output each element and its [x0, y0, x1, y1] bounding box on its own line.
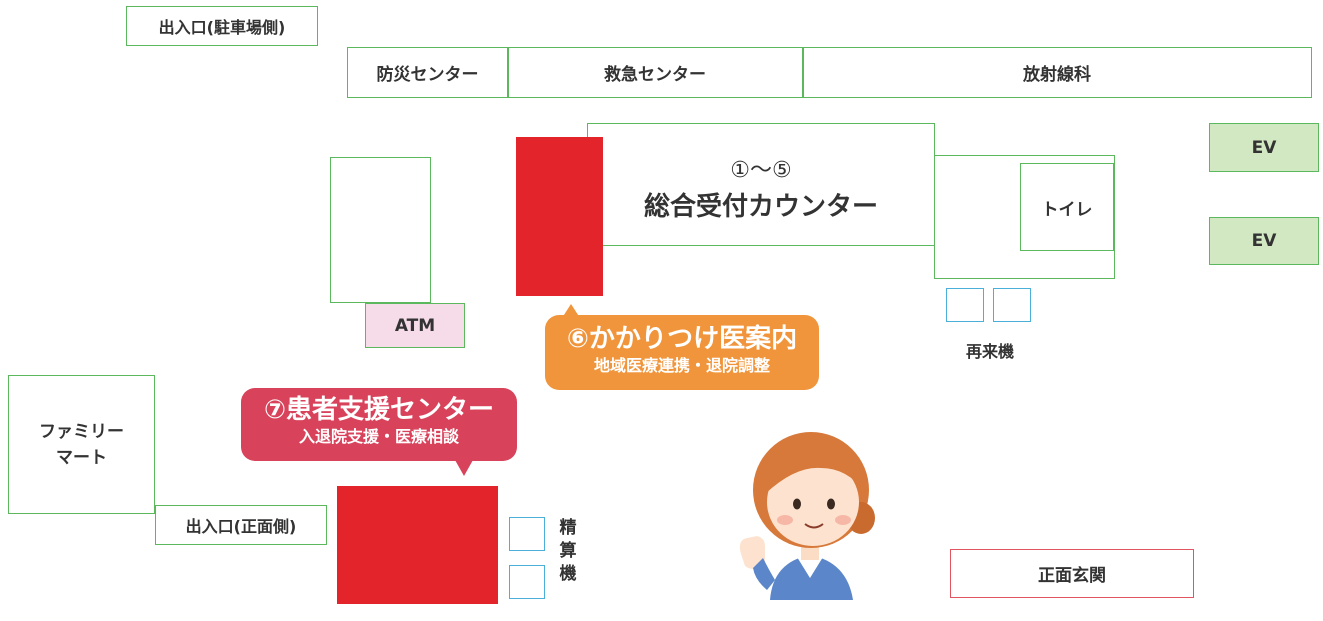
elevator-2: EV [1209, 217, 1319, 265]
revisit-machine-label: 再来機 [965, 342, 1014, 361]
atm: ATM [365, 303, 465, 348]
entrance-front-side-label: 出入口(正面側) [185, 517, 297, 536]
elevator-1-label: EV [1251, 137, 1277, 158]
divider [507, 48, 509, 97]
revisit-machine-2 [993, 288, 1031, 322]
entrance-front-side: 出入口(正面側) [155, 505, 327, 545]
entrance-parking-side-label: 出入口(駐車場側) [158, 18, 286, 37]
support-bubble-tail [455, 460, 473, 476]
payment-machine-char-1: 精 [559, 518, 577, 538]
reception-number: ①〜⑤ [730, 158, 792, 183]
support-bubble: ⑦患者支援センター 入退院支援・医療相談 [241, 388, 517, 461]
payment-machine-1 [509, 517, 545, 551]
referral-bubble-title: ⑥かかりつけ医案内 [566, 324, 798, 354]
payment-machine-char-3: 機 [559, 564, 577, 584]
nurse-illustration [739, 432, 875, 600]
disaster-center: 防災センター [348, 48, 507, 97]
disaster-center-label: 防災センター [376, 65, 479, 85]
entrance-parking-side: 出入口(駐車場側) [126, 6, 318, 46]
radiology-label: 放射線科 [1023, 65, 1091, 85]
room-left [330, 157, 431, 303]
elevator-2-label: EV [1251, 231, 1277, 251]
emergency-center: 救急センター [508, 48, 802, 97]
support-bubble-title: ⑦患者支援センター [263, 395, 494, 425]
general-reception-counter: ①〜⑤ 総合受付カウンター [587, 123, 935, 246]
front-hall-label: 正面玄関 [1038, 566, 1106, 586]
elevator-1: EV [1209, 123, 1319, 172]
support-bubble-subtitle: 入退院支援・医療相談 [298, 427, 459, 446]
payment-machine-char-2: 算 [559, 541, 577, 561]
revisit-machine-1 [946, 288, 984, 322]
divider [802, 48, 804, 97]
toilet: トイレ [1020, 163, 1114, 251]
atm-label: ATM [394, 315, 436, 336]
referral-bubble-tail [562, 304, 580, 318]
payment-machine-label: 精 算 機 [556, 517, 580, 586]
referral-bubble: ⑥かかりつけ医案内 地域医療連携・退院調整 [545, 315, 819, 390]
family-mart: ファミリー マート [8, 375, 155, 514]
front-hall: 正面玄関 [950, 549, 1194, 598]
reception-name: 総合受付カウンター [643, 192, 878, 222]
payment-machine-2 [509, 565, 545, 599]
family-mart-line2: マート [56, 447, 107, 468]
emergency-center-label: 救急センター [604, 65, 706, 85]
family-mart-line1: ファミリー [39, 421, 124, 442]
department-row: 防災センター 救急センター 放射線科 [347, 47, 1312, 98]
radiology: 放射線科 [803, 48, 1311, 97]
referral-counter [516, 137, 603, 296]
referral-bubble-subtitle: 地域医療連携・退院調整 [593, 356, 770, 375]
support-counter [337, 486, 498, 604]
toilet-label: トイレ [1041, 199, 1093, 220]
